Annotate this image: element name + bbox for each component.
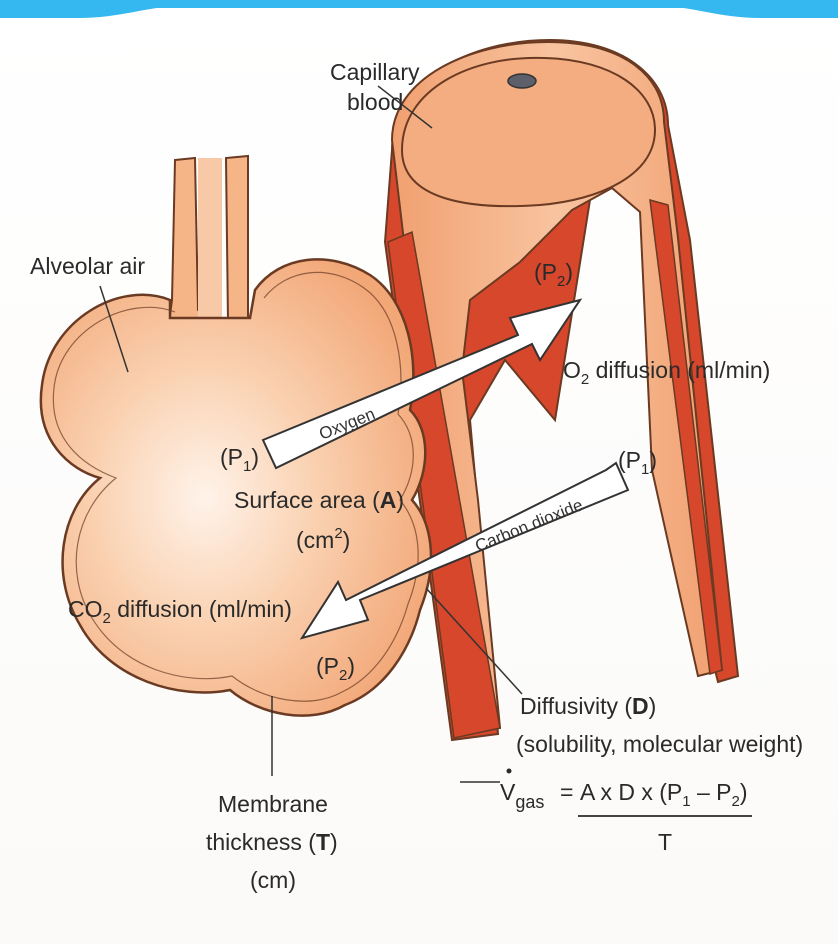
p1-left-open: (P [220,444,243,470]
diffusivity-text: Diffusivity ( [520,693,632,719]
p1-right-open: (P [618,447,641,473]
equation-denominator: T [658,829,672,855]
numerator-text: A x D x (P [580,779,682,805]
numerator-close: ) [740,779,748,805]
co2-sub: 2 [103,610,111,627]
surface-area-symbol: A [380,487,397,513]
diffusivity-close: ) [649,693,657,719]
equation-equals: = [560,779,573,805]
equation-gas-sub: gas [515,792,544,812]
o2-suffix: diffusion (ml/min) [589,357,770,383]
numerator-minus: – P [691,779,732,805]
co2-prefix: CO [68,596,103,622]
surface-area-text: Surface area ( [234,487,380,513]
diffusivity-detail: (solubility, molecular weight) [516,731,803,757]
membrane-close: ) [330,829,338,855]
red-blood-cell [508,74,536,88]
p2-top-sub: 2 [557,273,565,290]
p2-bottom-open: (P [316,653,339,679]
p2-top-close: ) [565,259,573,285]
membrane-unit: (cm) [250,867,296,893]
capillary-blood-label-line2: blood [347,89,403,115]
surface-area-close: ) [396,487,404,513]
diffusivity-symbol: D [632,693,649,719]
membrane-text: thickness ( [206,829,316,855]
surface-area-unit-open: (cm [296,527,334,553]
membrane-label-line1: Membrane [218,791,328,817]
alveolar-air-label: Alveolar air [30,253,145,279]
o2-prefix: O [563,357,581,383]
p2-bottom-close: ) [347,653,355,679]
surface-area-unit-sup: 2 [334,525,342,542]
co2-suffix: diffusion (ml/min) [111,596,292,622]
p1-right-sub: 1 [641,461,649,478]
capillary-blood-label-line1: Capillary [330,59,420,85]
p2-bottom-sub: 2 [339,667,347,684]
o2-sub: 2 [581,371,589,388]
surface-area-unit: (cm2) [296,525,350,553]
surface-area-label: Surface area (A) [234,487,404,513]
header-band-lower [0,0,838,8]
membrane-symbol: T [316,829,330,855]
p2-top-open: (P [534,259,557,285]
equation-v: V [500,779,516,805]
alveolar-duct-inner [198,158,222,330]
diffusivity-label: Diffusivity (D) [520,693,656,719]
p1-left-close: ) [251,444,259,470]
p1-right-close: ) [649,447,657,473]
membrane-label-line2: thickness (T) [206,829,338,855]
p1-left-sub: 1 [243,458,251,475]
surface-area-unit-close: ) [343,527,351,553]
numerator-sub1: 1 [682,793,690,810]
equation-dot [507,769,512,774]
numerator-sub2: 2 [732,793,740,810]
